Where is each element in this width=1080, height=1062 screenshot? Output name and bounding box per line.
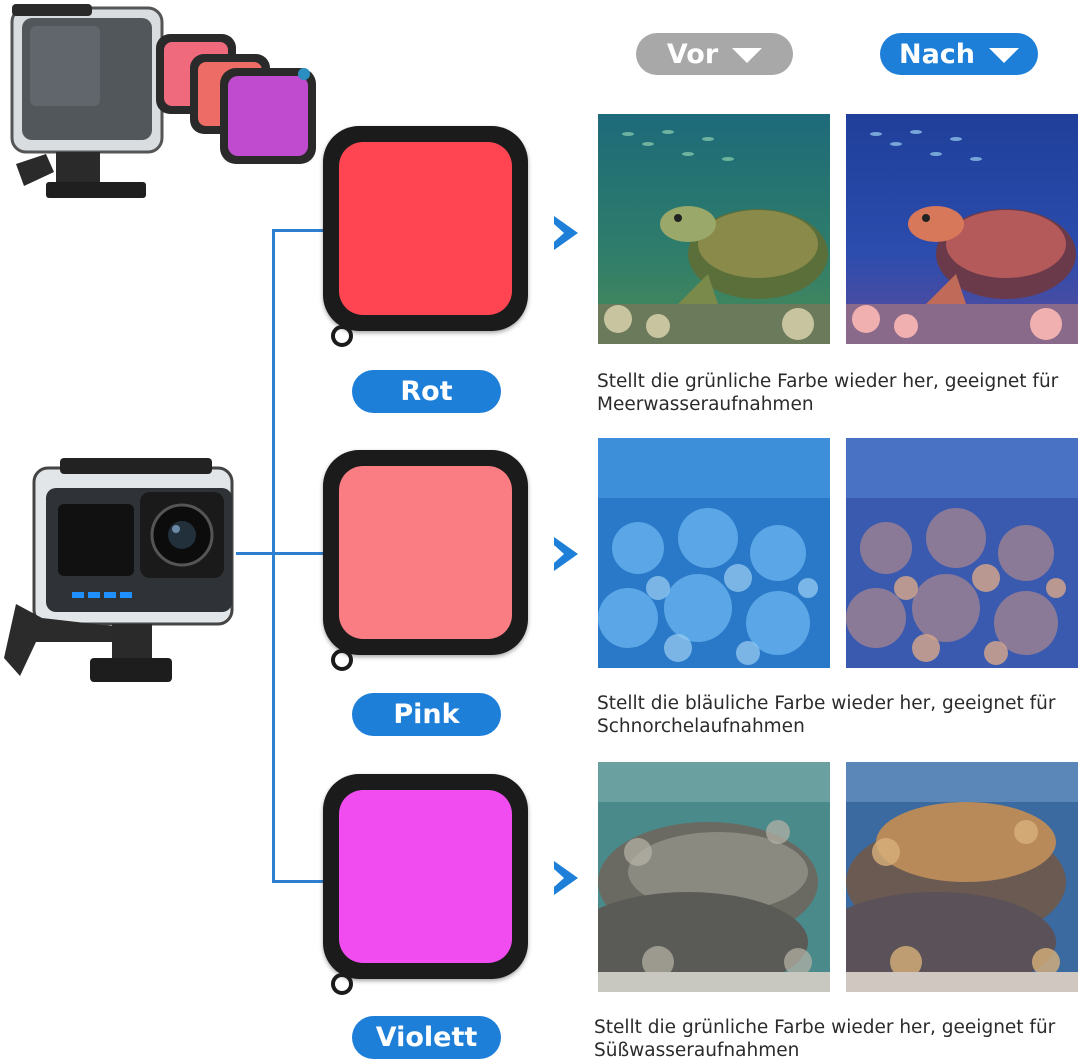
filter-name-red-text: Rot	[400, 376, 453, 407]
after-label-text: Nach	[898, 38, 976, 70]
lanyard-loop	[331, 973, 353, 995]
arrow-icon	[554, 537, 578, 571]
before-label-text: Vor	[666, 38, 719, 70]
filter-name-pink-text: Pink	[393, 699, 460, 730]
description-line: Stellt die bläuliche Farbe wieder her, g…	[597, 693, 1056, 714]
triangle-down-icon	[989, 48, 1020, 63]
action-camera-image	[2, 458, 237, 686]
filter-description-pink: Stellt die bläuliche Farbe wieder her, g…	[597, 692, 1077, 738]
violet-filter-lens	[339, 790, 512, 963]
photo-before-turtle	[598, 114, 830, 344]
connector-middle	[236, 552, 324, 555]
after-label: Nach	[880, 33, 1038, 75]
connector-top	[272, 229, 324, 232]
photo-before-coral	[598, 762, 830, 992]
red-filter-image	[323, 126, 528, 347]
connector-vertical	[272, 229, 275, 883]
camera-with-filters-image	[6, 4, 318, 204]
photo-after-turtle	[846, 114, 1078, 344]
lanyard-loop	[331, 649, 353, 671]
filter-description-red: Stellt die grünliche Farbe wieder her, g…	[597, 370, 1077, 416]
filter-description-violet: Stellt die grünliche Farbe wieder her, g…	[594, 1016, 1074, 1062]
connector-bottom	[272, 880, 324, 883]
description-line: Stellt die grünliche Farbe wieder her, g…	[594, 1017, 1056, 1038]
filter-name-violet-text: Violett	[375, 1022, 478, 1053]
pink-filter-image	[323, 450, 528, 671]
filter-name-violet: Violett	[352, 1016, 501, 1059]
triangle-down-icon	[732, 48, 763, 63]
filter-name-red: Rot	[352, 370, 501, 413]
filter-name-pink: Pink	[352, 693, 501, 736]
description-line: Schnorchelaufnahmen	[597, 716, 805, 737]
arrow-icon	[554, 216, 578, 250]
photo-before-reef-blue	[598, 438, 830, 668]
description-line: Süßwasseraufnahmen	[594, 1040, 800, 1061]
photo-after-coral	[846, 762, 1078, 992]
arrow-icon	[554, 861, 578, 895]
red-filter-lens	[339, 142, 512, 315]
description-line: Stellt die grünliche Farbe wieder her, g…	[597, 371, 1059, 392]
photo-after-reef-blue	[846, 438, 1078, 668]
description-line: Meerwasseraufnahmen	[597, 394, 814, 415]
violet-filter-image	[323, 774, 528, 995]
lanyard-loop	[331, 325, 353, 347]
pink-filter-lens	[339, 466, 512, 639]
before-label: Vor	[636, 33, 793, 75]
